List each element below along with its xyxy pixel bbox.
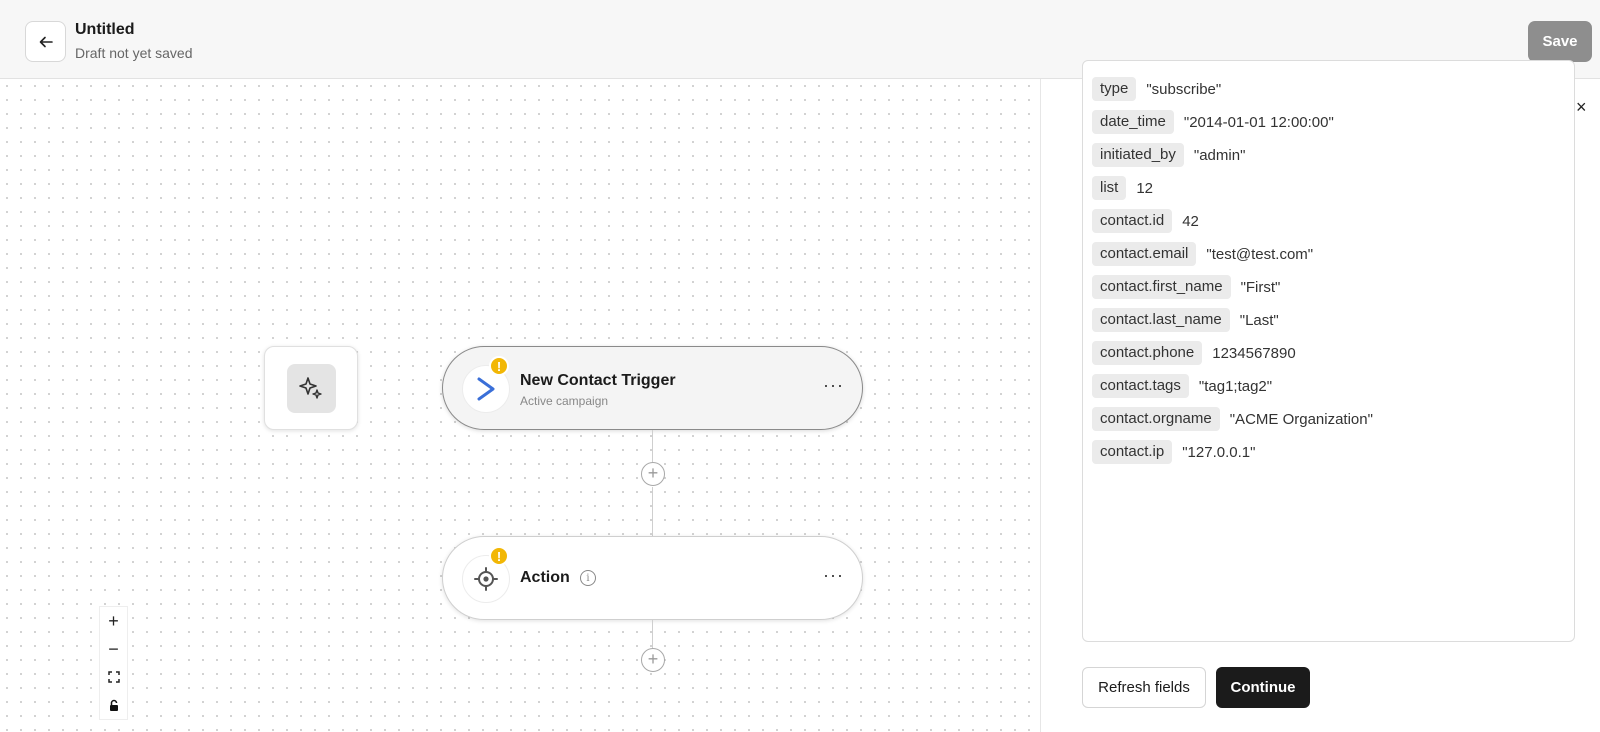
field-value: "subscribe" [1146, 80, 1222, 98]
field-value: "test@test.com" [1206, 245, 1314, 263]
action-title: Action [520, 569, 570, 586]
trigger-title: New Contact Trigger [520, 372, 676, 389]
field-value: "First" [1240, 278, 1281, 296]
workflow-canvas[interactable]: ! New Contact Trigger Active campaign ··… [0, 79, 1040, 732]
trigger-node[interactable]: ! New Contact Trigger Active campaign ··… [442, 346, 863, 430]
zoom-in-button[interactable]: + [108, 610, 119, 631]
fields-list: type "subscribe" date_time "2014-01-01 12:0… [1082, 60, 1575, 642]
continue-button[interactable]: Continue [1216, 667, 1310, 708]
draft-status: Draft not yet saved [75, 45, 193, 61]
lock-icon [109, 699, 118, 711]
field-value: "Last" [1239, 311, 1279, 329]
field-key[interactable]: contact.tags [1092, 374, 1189, 398]
action-node[interactable]: ! Action i ··· [442, 536, 863, 620]
fit-view-button[interactable] [100, 663, 127, 691]
field-row: contact.email "test@test.com" [1092, 241, 1313, 267]
field-value: 1234567890 [1212, 344, 1296, 362]
arrow-left-icon [39, 36, 53, 47]
top-bar: Untitled Draft not yet saved Save [0, 0, 1600, 79]
field-key[interactable]: initiated_by [1092, 143, 1184, 167]
field-key[interactable]: contact.id [1092, 209, 1173, 233]
connector-line [652, 620, 653, 655]
field-key[interactable]: contact.ip [1092, 440, 1173, 464]
field-key[interactable]: contact.phone [1092, 341, 1203, 365]
back-button[interactable] [25, 21, 66, 62]
field-key[interactable]: list [1092, 176, 1127, 200]
trigger-icon-container [462, 365, 510, 413]
field-row: contact.tags "tag1;tag2" [1092, 373, 1272, 399]
field-row: type "subscribe" [1092, 76, 1221, 102]
field-row: list 12 [1092, 175, 1153, 201]
field-key[interactable]: type [1092, 77, 1137, 101]
add-step-button[interactable]: + [641, 462, 665, 486]
sparkles-icon [299, 377, 322, 399]
info-icon[interactable]: i [580, 570, 596, 586]
trigger-subtitle: Active campaign [520, 394, 609, 408]
save-button[interactable]: Save [1528, 21, 1592, 62]
connector-line [652, 430, 653, 477]
field-value: "ACME Organization" [1229, 410, 1373, 428]
field-row: contact.phone 1234567890 [1092, 340, 1296, 366]
field-row: initiated_by "admin" [1092, 142, 1245, 168]
add-step-button[interactable]: + [641, 648, 665, 672]
field-value: 12 [1136, 179, 1154, 197]
field-value: "admin" [1193, 146, 1246, 164]
connector-line [652, 487, 653, 536]
field-key[interactable]: contact.last_name [1092, 308, 1230, 332]
field-row: date_time "2014-01-01 12:00:00" [1092, 109, 1334, 135]
field-key[interactable]: contact.orgname [1092, 407, 1220, 431]
activecampaign-icon [477, 377, 495, 401]
field-key[interactable]: contact.first_name [1092, 275, 1231, 299]
field-value: "tag1;tag2" [1198, 377, 1273, 395]
field-key[interactable]: date_time [1092, 110, 1174, 134]
zoom-out-button[interactable]: − [108, 638, 119, 659]
ai-assistant-button[interactable] [264, 346, 358, 430]
field-row: contact.id 42 [1092, 208, 1199, 234]
page-title: Untitled [75, 21, 135, 38]
field-row: contact.first_name "First" [1092, 274, 1280, 300]
close-panel-icon[interactable]: × [1576, 97, 1587, 117]
ai-icon-container [286, 363, 336, 413]
fullscreen-icon [107, 671, 120, 683]
warning-icon: ! [489, 546, 509, 566]
field-value: 42 [1182, 212, 1199, 230]
field-value: "2014-01-01 12:00:00" [1183, 113, 1334, 131]
field-row: contact.orgname "ACME Organization" [1092, 406, 1373, 432]
action-more-menu-icon[interactable]: ··· [823, 565, 844, 585]
lock-button[interactable] [100, 691, 127, 719]
field-key[interactable]: contact.email [1092, 242, 1197, 266]
field-row: contact.ip "127.0.0.1" [1092, 439, 1255, 465]
zoom-controls: + − [99, 606, 128, 720]
field-value: "127.0.0.1" [1182, 443, 1256, 461]
refresh-fields-button[interactable]: Refresh fields [1082, 667, 1206, 708]
target-icon [474, 567, 498, 591]
warning-icon: ! [489, 356, 509, 376]
field-row: contact.last_name "Last" [1092, 307, 1279, 333]
trigger-more-menu-icon[interactable]: ··· [823, 375, 844, 395]
